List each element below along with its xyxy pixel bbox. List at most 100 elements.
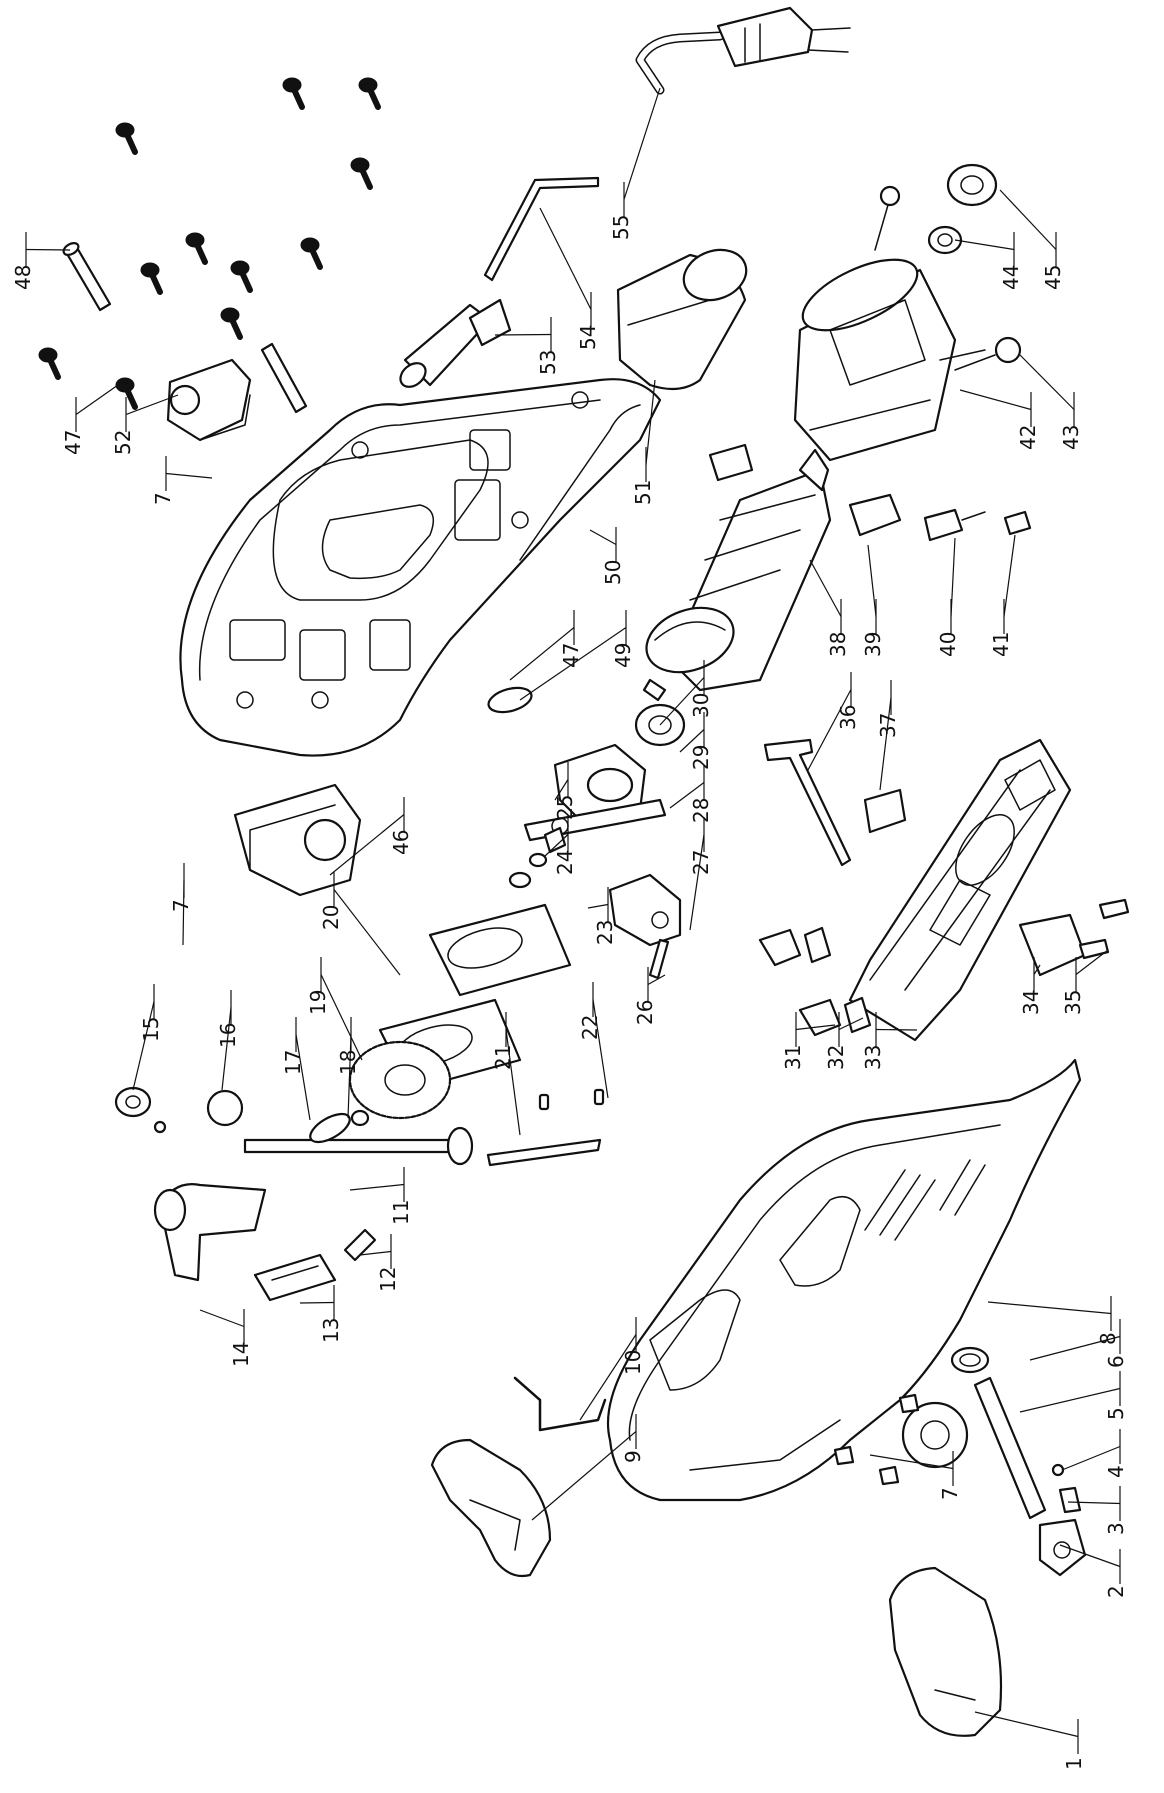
part-plunger-rod xyxy=(206,1089,474,1166)
callout-c7b: 7 xyxy=(169,863,193,946)
callout-c45: 45 xyxy=(999,189,1065,290)
leader-line xyxy=(221,1007,232,1091)
leader-line xyxy=(689,834,705,931)
screw xyxy=(115,377,138,410)
part-switch xyxy=(233,783,362,897)
leader-line xyxy=(333,889,401,976)
part-housing-left xyxy=(179,378,662,757)
screw xyxy=(38,347,61,380)
screw-set xyxy=(38,77,381,410)
leader-line xyxy=(509,627,575,681)
part-guide-block xyxy=(553,743,647,822)
leader-line xyxy=(359,1250,392,1256)
part-number-label: 22 xyxy=(578,1015,602,1040)
part-number-label: 12 xyxy=(376,1267,400,1292)
part-gear xyxy=(348,1040,452,1120)
part-number-label: 10 xyxy=(621,1350,645,1375)
part-number-label: 45 xyxy=(1041,265,1065,290)
part-number-label: 43 xyxy=(1059,425,1083,450)
leader-line xyxy=(554,779,569,801)
callout-c42: 42 xyxy=(959,389,1040,450)
part-number-label: 37 xyxy=(876,713,900,738)
leader-line xyxy=(659,677,705,726)
callout-c55: 55 xyxy=(609,87,661,240)
leader-line xyxy=(879,697,892,791)
leader-line xyxy=(974,1711,1079,1738)
screw xyxy=(140,262,163,295)
part-roller xyxy=(114,1086,167,1134)
leader-line xyxy=(25,248,71,251)
leader-line xyxy=(807,689,852,771)
part-bearing-large xyxy=(946,163,998,207)
callout-c51: 51 xyxy=(631,379,656,505)
part-washer xyxy=(508,826,567,889)
leader-line xyxy=(329,814,405,876)
part-number-label: 44 xyxy=(999,265,1023,290)
part-number-label: 3 xyxy=(1104,1522,1128,1535)
leader-line xyxy=(647,974,666,986)
part-number-label: 18 xyxy=(336,1050,360,1075)
part-number-label: 2 xyxy=(1104,1585,1128,1598)
part-bracket xyxy=(166,342,308,442)
callout-c31: 31 xyxy=(781,1012,836,1070)
part-number-label: 5 xyxy=(1104,1407,1128,1420)
callout-c52: 52 xyxy=(111,394,179,455)
callout-c37: 37 xyxy=(876,680,900,791)
leader-line xyxy=(1059,1544,1121,1568)
part-number-label: 50 xyxy=(601,560,625,585)
screw xyxy=(220,307,243,340)
part-clip xyxy=(487,686,533,714)
part-number-label: 36 xyxy=(836,705,860,730)
part-number-label: 32 xyxy=(824,1045,848,1070)
part-number-label: 21 xyxy=(491,1045,515,1070)
callout-c1: 1 xyxy=(974,1711,1086,1770)
screw xyxy=(300,237,323,270)
callout-c47b: 47 xyxy=(509,610,583,681)
callout-c27: 27 xyxy=(689,817,713,931)
leader-line xyxy=(125,394,179,416)
part-number-label: 47 xyxy=(559,643,583,668)
callout-c32: 32 xyxy=(824,1012,864,1070)
leader-line xyxy=(165,472,213,479)
part-number-label: 27 xyxy=(689,850,713,875)
part-number-label: 47 xyxy=(61,430,85,455)
part-spring-wire xyxy=(513,1376,607,1432)
callout-c3: 3 xyxy=(1067,1486,1128,1535)
callout-c50: 50 xyxy=(589,527,625,585)
part-number-label: 7 xyxy=(938,1487,962,1500)
callout-c16: 16 xyxy=(216,990,240,1091)
leader-line xyxy=(75,384,119,415)
part-number-label: 17 xyxy=(281,1050,305,1075)
part-trigger xyxy=(1038,1518,1087,1577)
leader-line xyxy=(1033,964,1041,975)
callout-c19: 19 xyxy=(306,957,363,1061)
part-number-label: 14 xyxy=(229,1342,253,1367)
part-clamp-plate xyxy=(863,788,907,834)
leader-line xyxy=(132,1001,155,1091)
callout-c12: 12 xyxy=(359,1234,400,1292)
callout-c44: 44 xyxy=(954,232,1023,290)
callout-c5: 5 xyxy=(1019,1371,1128,1420)
leader-line xyxy=(531,1431,637,1521)
callout-c40: 40 xyxy=(936,537,960,657)
leader-line xyxy=(349,1183,405,1191)
leader-line xyxy=(645,379,656,465)
leader-line xyxy=(1003,534,1016,617)
part-handle-cover xyxy=(430,1438,552,1578)
screw xyxy=(350,157,373,190)
part-roller-mount xyxy=(608,873,682,947)
screw xyxy=(185,232,208,265)
part-number-label: 34 xyxy=(1019,990,1043,1015)
part-stator xyxy=(793,258,986,462)
part-trigger-pin xyxy=(973,1376,1047,1520)
part-number-label: 41 xyxy=(989,632,1013,657)
callout-c48: 48 xyxy=(11,232,71,290)
leader-line xyxy=(299,1301,335,1304)
part-brush-holder xyxy=(708,443,902,537)
part-small-pins xyxy=(538,938,670,1111)
leader-line xyxy=(505,1029,521,1136)
leader-line xyxy=(838,1017,864,1031)
leader-line xyxy=(875,1028,918,1031)
callout-c24: 24 xyxy=(544,817,577,875)
